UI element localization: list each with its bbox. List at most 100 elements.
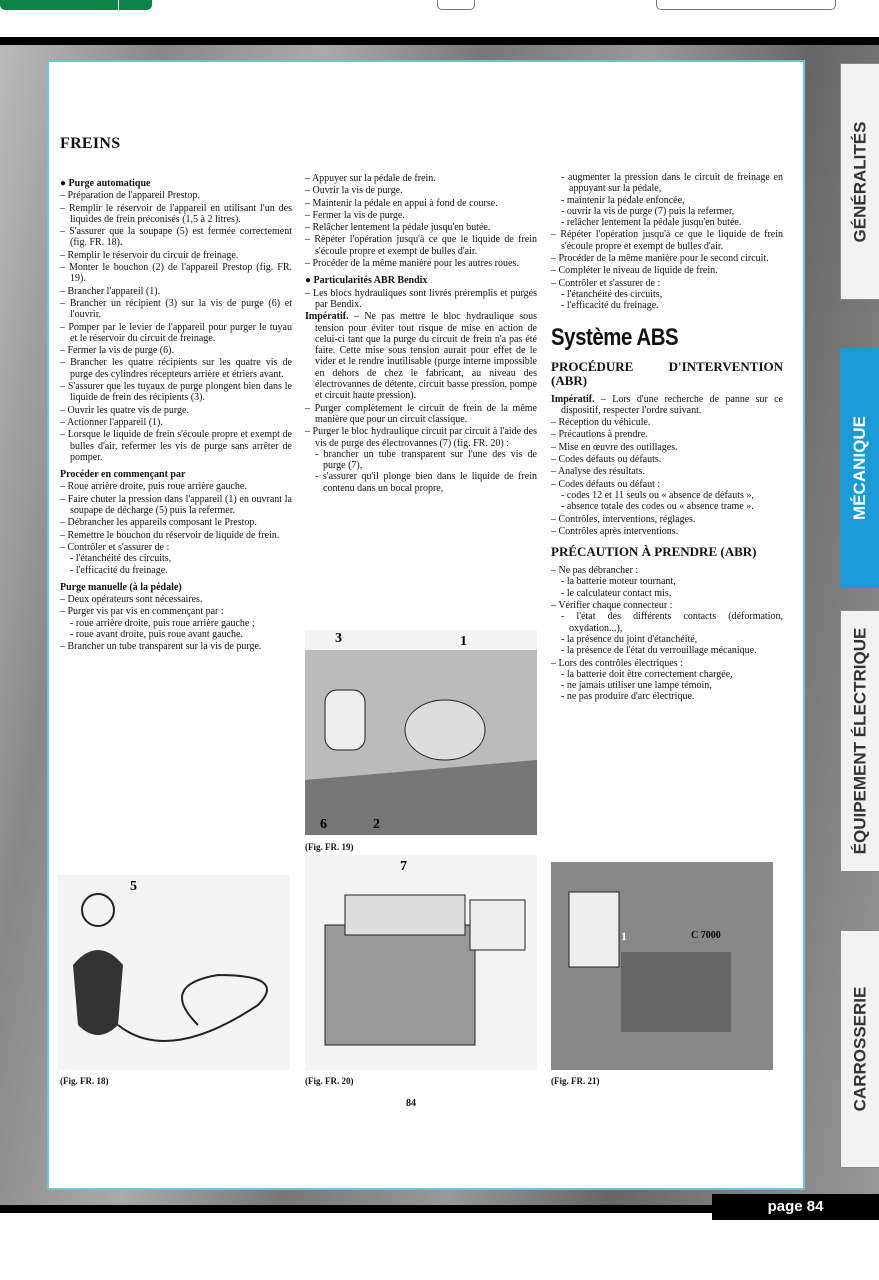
list-item: – Faire chuter la pression dans l'appare… bbox=[60, 493, 292, 517]
figure-caption: (Fig. FR. 18) bbox=[60, 1076, 109, 1086]
list-item: – Fermer la vis de purge (6). bbox=[60, 345, 174, 357]
list-item: – Purger complètement le circuit de frei… bbox=[305, 402, 537, 425]
section-heading: PROCÉDURE D'INTERVENTION (ABR) bbox=[551, 358, 783, 388]
toolbar-button[interactable] bbox=[437, 0, 475, 10]
tab-mecanique[interactable]: MÉCANIQUE bbox=[840, 348, 879, 588]
sub-list-item: - ouvrir la vis de purge (7) puis la ref… bbox=[561, 205, 735, 217]
list-item: – Contrôler et s'assurer de : bbox=[60, 541, 170, 553]
list-item: – Précautions à prendre. bbox=[551, 429, 648, 441]
tab-carrosserie[interactable]: CARROSSERIE bbox=[840, 930, 879, 1168]
list-item: – Mise en œuvre des outillages. bbox=[551, 441, 678, 453]
list-item: – Lorsque le liquide de frein s'écoule p… bbox=[60, 429, 292, 463]
search-input[interactable] bbox=[656, 0, 836, 10]
list-item: – Relâcher lentement la pédale jusqu'en … bbox=[305, 222, 491, 234]
list-item: – Compléter le niveau de liquide de frei… bbox=[551, 265, 718, 277]
svg-text:3: 3 bbox=[335, 631, 342, 646]
list-item: – Les blocs hydrauliques sont livrés pré… bbox=[305, 287, 537, 310]
sub-list-item: - maintenir la pédale enfoncée, bbox=[561, 194, 685, 206]
primary-button[interactable] bbox=[0, 0, 152, 10]
sub-list-item: - ne jamais utiliser une lampe témoin, bbox=[561, 680, 712, 692]
list-item: – Ouvrir les quatre vis de purge. bbox=[60, 404, 189, 416]
sub-list-item: - s'assurer qu'il plonge bien dans le li… bbox=[315, 471, 537, 494]
sub-list-item: - codes 12 et 11 seuls ou « absence de d… bbox=[561, 489, 754, 501]
list-item: – Appuyer sur la pédale de frein. bbox=[305, 173, 436, 184]
sub-list-item: - relâcher lentement la pédale jusqu'en … bbox=[561, 217, 742, 229]
figure-fr20: 7 bbox=[305, 855, 537, 1070]
sub-list-item: - roue arrière droite, puis roue arrière… bbox=[70, 617, 255, 629]
sub-list-item: - l'étanchéité des circuits, bbox=[70, 553, 172, 565]
list-item: – Purger le bloc hydraulique circuit par… bbox=[305, 426, 537, 449]
figure-caption: (Fig. FR. 21) bbox=[551, 1076, 600, 1086]
svg-text:6: 6 bbox=[320, 817, 327, 832]
list-item: – Ne pas débrancher : bbox=[551, 565, 639, 577]
figure-caption: (Fig. FR. 19) bbox=[305, 842, 354, 852]
list-item: – Débrancher les appareils composant le … bbox=[60, 517, 257, 529]
paragraph: Impératif. – Ne pas mettre le bloc hydra… bbox=[305, 311, 537, 401]
page-number: 84 bbox=[406, 1098, 416, 1109]
list-item: – Procéder de la même manière pour les a… bbox=[305, 258, 519, 270]
list-item: – Contrôles après interventions. bbox=[551, 525, 679, 537]
text-column-3: - augmenter la pression dans le circuit … bbox=[551, 172, 783, 703]
list-item: – S'assurer que la soupape (5) est fermé… bbox=[60, 226, 292, 249]
section-heading: ● Purge automatique bbox=[60, 178, 151, 189]
chapter-heading: Système ABS bbox=[551, 323, 679, 351]
sub-list-item: - l'efficacité du freinage. bbox=[70, 564, 168, 576]
sub-list-item: - ne pas produire d'arc électrique. bbox=[561, 691, 695, 703]
tab-generalites[interactable]: GÉNÉRALITÉS bbox=[840, 63, 879, 300]
list-item: – Brancher l'appareil (1). bbox=[60, 285, 161, 297]
list-item: – Remettre le bouchon du réservoir de li… bbox=[60, 529, 280, 541]
list-item: – Réception du véhicule. bbox=[551, 417, 651, 429]
list-item: – Codes défauts ou défauts. bbox=[551, 454, 662, 466]
sub-list-item: - l'étanchéité des circuits, bbox=[561, 288, 663, 300]
figure-label: 5 bbox=[130, 879, 137, 894]
list-item: – Vérifier chaque connecteur : bbox=[551, 600, 673, 612]
list-item: – Remplir le réservoir de l'appareil en … bbox=[60, 202, 292, 225]
svg-text:7: 7 bbox=[400, 859, 407, 874]
list-item: – Analyse des résultats. bbox=[551, 466, 645, 478]
list-item: – Remplir le réservoir du circuit de fre… bbox=[60, 249, 239, 261]
sub-list-item: - la présence du joint d'étanchéité, bbox=[561, 633, 698, 645]
sub-list-item: - la présence de l'état du verrouillage … bbox=[561, 645, 757, 657]
figure-caption: (Fig. FR. 20) bbox=[305, 1076, 354, 1086]
text-column-1: ● Purge automatique– Préparation de l'ap… bbox=[60, 172, 292, 653]
section-heading: PRÉCAUTION À PRENDRE (ABR) bbox=[551, 544, 757, 560]
svg-text:1: 1 bbox=[621, 929, 627, 943]
svg-text:2: 2 bbox=[373, 817, 380, 832]
section-heading: Purge manuelle (à la pédale) bbox=[60, 581, 182, 593]
list-item: – Actionner l'appareil (1). bbox=[60, 416, 163, 428]
emphasis-label: Impératif. bbox=[551, 393, 595, 405]
list-item: – Ouvrir la vis de purge. bbox=[305, 185, 403, 197]
list-item: – Roue arrière droite, puis roue arrière… bbox=[60, 481, 247, 493]
sub-list-item: - brancher un tube transparent sur l'une… bbox=[315, 448, 537, 472]
list-item: – Contrôles, interventions, réglages. bbox=[551, 513, 696, 525]
list-item: – S'assurer que les tuyaux de purge plon… bbox=[60, 381, 292, 404]
list-item: – Préparation de l'appareil Prestop. bbox=[60, 190, 200, 202]
sub-list-item: - la batterie doit être correctement cha… bbox=[561, 668, 733, 680]
section-heading: ● Particularités ABR Bendix bbox=[305, 275, 428, 287]
emphasis-label: Impératif. bbox=[305, 311, 349, 323]
sub-list-item: - l'efficacité du freinage. bbox=[561, 300, 659, 312]
tab-equipement-electrique[interactable]: ÉQUIPEMENT ÉLECTRIQUE bbox=[840, 610, 879, 872]
list-item: – Fermer la vis de purge. bbox=[305, 209, 405, 221]
paragraph-text: – Ne pas mettre le bloc hydraulique sous… bbox=[315, 311, 537, 402]
divider bbox=[0, 1205, 879, 1213]
sub-list-item: - l'état des différents contacts (déform… bbox=[561, 611, 783, 634]
paragraph: Impératif. – Lors d'une recherche de pan… bbox=[551, 394, 783, 417]
section-heading: Procéder en commençant par bbox=[60, 469, 186, 481]
list-item: – Brancher un tube transparent sur la vi… bbox=[60, 641, 262, 653]
list-item: – Répéter l'opération jusqu'à ce que le … bbox=[305, 234, 537, 257]
sub-list-item: - roue avant droite, puis roue avant gau… bbox=[70, 628, 243, 640]
sub-list-item: - augmenter la pression dans le circuit … bbox=[561, 172, 783, 195]
sub-list-item: - absence totale des codes ou « absence … bbox=[561, 501, 754, 513]
list-item: – Maintenir la pédale en appui à fond de… bbox=[305, 197, 498, 209]
list-item: – Contrôler et s'assurer de : bbox=[551, 277, 661, 289]
sub-list-item: - le calculateur contact mis. bbox=[561, 587, 672, 599]
page-indicator: page 84 bbox=[712, 1194, 879, 1220]
page-title: FREINS bbox=[60, 135, 121, 152]
list-item: – Pomper par le levier de l'appareil pou… bbox=[60, 321, 292, 344]
sub-list-item: - la batterie moteur tournant, bbox=[561, 576, 676, 588]
list-item: – Lors des contrôles électriques : bbox=[551, 657, 683, 669]
list-item: – Monter le bouchon (2) de l'appareil Pr… bbox=[60, 262, 292, 285]
